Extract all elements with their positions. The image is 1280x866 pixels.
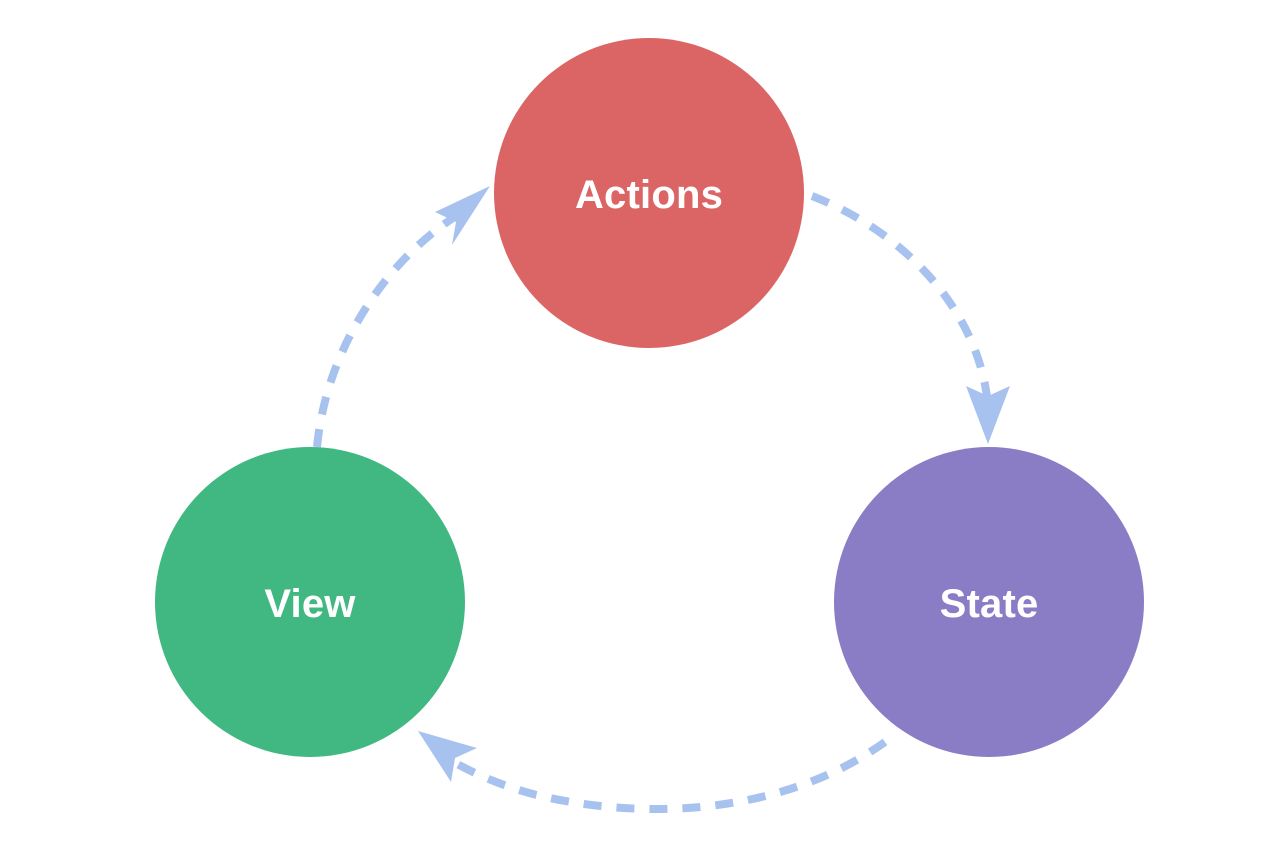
edge-view-to-actions-arrowhead bbox=[435, 186, 490, 245]
node-state[interactable]: State bbox=[834, 447, 1144, 757]
edge-group bbox=[313, 186, 1010, 813]
node-actions[interactable]: Actions bbox=[494, 38, 804, 348]
node-group: Actions View State bbox=[155, 38, 1144, 757]
node-state-circle[interactable] bbox=[834, 447, 1144, 757]
node-view[interactable]: View bbox=[155, 447, 465, 757]
node-state-label: State bbox=[940, 582, 1039, 626]
edge-actions-to-state-path bbox=[810, 192, 992, 407]
node-view-circle[interactable] bbox=[155, 447, 465, 757]
edge-state-to-view-arrowhead bbox=[418, 731, 477, 782]
node-actions-label: Actions bbox=[575, 173, 723, 217]
edge-view-to-actions-path bbox=[313, 212, 459, 448]
node-view-label: View bbox=[264, 582, 356, 626]
edge-state-to-view-path bbox=[450, 738, 888, 813]
node-actions-circle[interactable] bbox=[494, 38, 804, 348]
edge-state-to-view bbox=[418, 731, 888, 813]
edge-view-to-actions bbox=[313, 186, 490, 448]
edge-actions-to-state-arrowhead bbox=[966, 386, 1010, 444]
edge-actions-to-state bbox=[810, 192, 1010, 444]
